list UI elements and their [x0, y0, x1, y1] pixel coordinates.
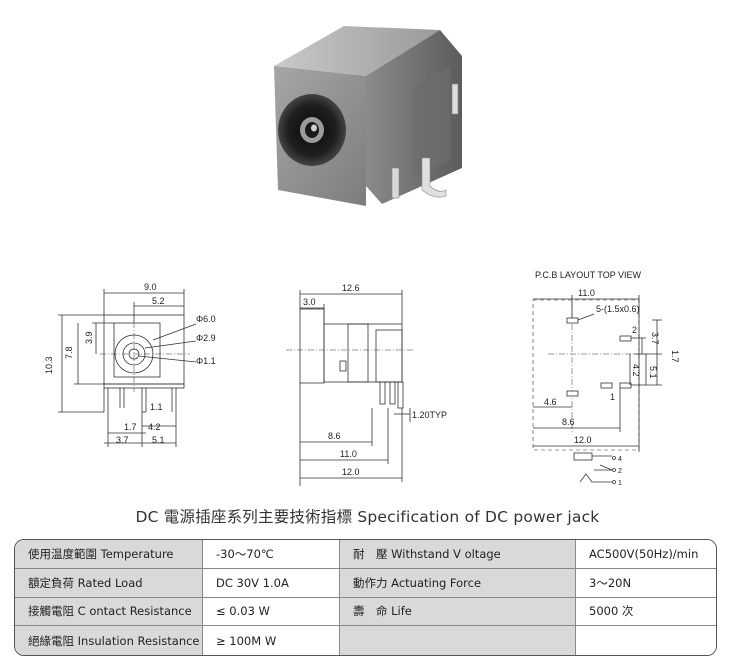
pcb-h-c: 12.0 — [574, 435, 592, 445]
pcb-pin1: 1 — [610, 392, 615, 402]
pcb-width-top: 11.0 — [578, 288, 595, 298]
dim-pin-b: 4.2 — [148, 422, 161, 432]
spec-value: 5000 次 — [576, 597, 716, 627]
spec-value: AC500V(50Hz)/min — [576, 540, 716, 569]
pcb-heading: P.C.B LAYOUT TOP VIEW — [535, 270, 642, 280]
spec-label: 額定負荷 Rated Load — [15, 568, 203, 598]
spec-value — [576, 626, 716, 655]
dim-inner-width: 5.2 — [152, 296, 165, 306]
dim-bottom-right: 5.1 — [152, 435, 165, 445]
pcb-h-b: 8.6 — [562, 417, 575, 427]
spec-value: 3～20N — [576, 568, 716, 598]
side-view — [286, 290, 415, 486]
product-photo — [274, 26, 462, 206]
technical-drawings: 9.0 5.2 10.3 7.8 3.9 Φ6.0 Φ2.9 Φ1.1 1.1 … — [44, 270, 680, 487]
pcb-v-b: 3.7 — [650, 332, 660, 345]
dim-c: 12.0 — [342, 467, 360, 477]
dim-dia-outer: Φ6.0 — [196, 314, 216, 324]
spec-value: ≤ 0.03 W — [203, 597, 340, 627]
front-view — [58, 289, 197, 447]
dim-dia-pin: Φ1.1 — [196, 356, 216, 366]
pcb-schem-4: 4 — [618, 456, 622, 463]
dim-width: 9.0 — [144, 282, 157, 292]
pcb-slots: 5-(1.5x0.6) — [596, 304, 640, 314]
dim-center-top: 3.9 — [84, 331, 94, 344]
dim-bottom-left: 3.7 — [116, 435, 129, 445]
document-title: DC 電源插座系列主要技術指標 Specification of DC powe… — [135, 508, 600, 526]
pcb-layout — [532, 295, 662, 484]
pcb-schem-1: 1 — [618, 480, 622, 487]
spec-label: 動作力 Actuating Force — [340, 568, 576, 598]
spec-label: 壽 命 Life — [340, 597, 576, 627]
dim-dia-mid: Φ2.9 — [196, 333, 216, 343]
pcb-v-c: 4.2 — [631, 364, 641, 377]
pcb-pin2: 2 — [632, 325, 637, 335]
dim-depth: 12.6 — [342, 283, 360, 293]
dim-pin-typ: 1.20TYP — [412, 410, 447, 420]
pcb-h-a: 4.6 — [544, 397, 557, 407]
spec-label: 耐 壓 Withstand V oltage — [340, 540, 576, 569]
dim-height-total: 10.3 — [44, 356, 54, 374]
spec-label — [340, 626, 576, 655]
spec-label: 接觸電阻 C ontact Resistance — [15, 597, 203, 627]
spec-label: 使用温度範圍 Temperature — [15, 540, 203, 569]
spec-table: 使用温度範圍 Temperature -30～70℃ 耐 壓 Withstand… — [14, 539, 717, 656]
dim-height-center: 7.8 — [64, 346, 74, 359]
pcb-schem-2: 2 — [618, 468, 622, 475]
spec-label: 絕緣電阻 Insulation Resistance — [15, 626, 203, 655]
pcb-v-d: 5.1 — [648, 366, 658, 379]
spec-value: DC 30V 1.0A — [203, 568, 340, 598]
dim-a: 8.6 — [328, 431, 341, 441]
pcb-v-a: 1.7 — [670, 350, 680, 363]
dim-b: 11.0 — [340, 449, 357, 459]
dim-front-depth: 3.0 — [303, 297, 316, 307]
dim-pin-a: 1.7 — [124, 422, 137, 432]
dim-pin-width: 1.1 — [150, 402, 163, 412]
spec-value: ≥ 100M W — [203, 626, 340, 655]
spec-value: -30～70℃ — [203, 540, 340, 569]
